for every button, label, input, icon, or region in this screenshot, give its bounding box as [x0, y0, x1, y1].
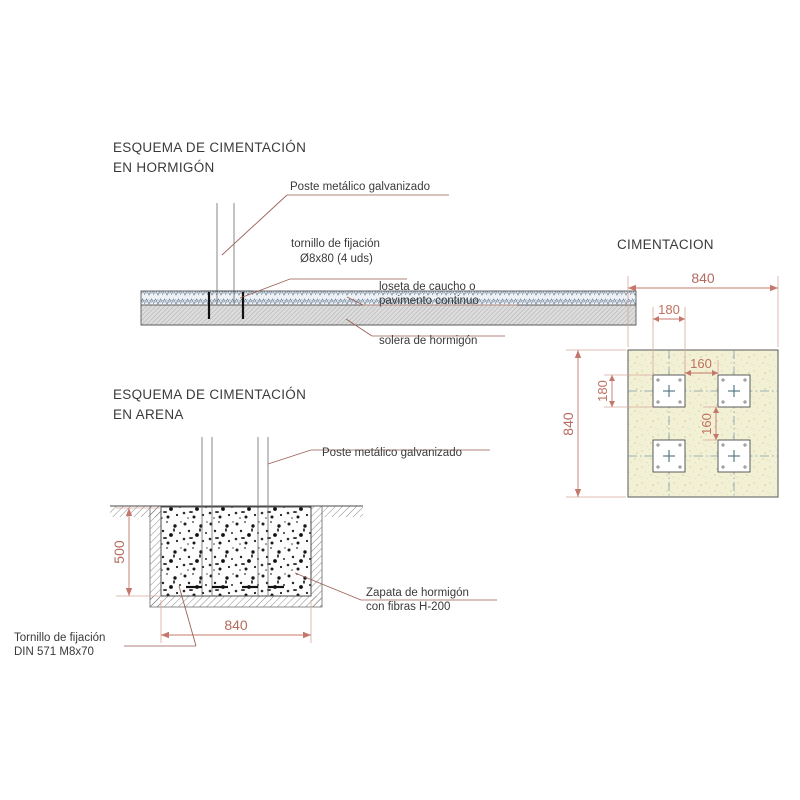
dimension-plan-plate-top-180: 180 [652, 302, 686, 375]
label-bolt-sand-line1: Tornillo de fijación [14, 632, 105, 644]
concrete-diagram-title-line1: ESQUEMA DE CIMENTACIÓN [113, 140, 306, 155]
dimension-plan-top-840: 840 [627, 270, 779, 347]
dimension-depth-500: 500 [111, 507, 161, 597]
label-bolt-concrete-line2: Ø8x80 (4 uds) [300, 253, 373, 265]
plan-base-plate-top-right [717, 374, 751, 408]
concrete-footing-section [160, 506, 312, 597]
dimension-width-840-sand: 840 [160, 600, 312, 643]
galvanized-post-section [200, 203, 253, 305]
dimension-plan-left-value: 840 [560, 412, 576, 436]
label-paving-line1: loseta de caucho o [379, 281, 476, 293]
plan-view-title: CIMENTACION [617, 237, 714, 252]
dimension-plan-gap-vertical-160: 160 [699, 406, 719, 441]
leader-lines-concrete [221, 194, 517, 337]
sand-diagram-title-line1: ESQUEMA DE CIMENTACIÓN [113, 387, 306, 402]
dimension-plan-left-840: 840 [560, 349, 626, 498]
label-bolt-sand-line2: DIN 571 M8x70 [14, 646, 94, 658]
dimension-gap-horizontal-value: 160 [690, 356, 712, 371]
sand-diagram-title-line2: EN ARENA [113, 407, 184, 422]
label-bolt-concrete-line1: tornillo de fijación [291, 238, 380, 250]
label-footing-line1: Zapata de hormigón [366, 587, 469, 599]
dimension-plan-gap-horizontal-160: 160 [684, 356, 719, 376]
plan-base-plate-bottom-left [652, 439, 686, 473]
dimension-depth-value: 500 [111, 540, 127, 564]
concrete-slab-section [140, 304, 637, 326]
plan-view-foundation: CIMENTACION [560, 237, 779, 498]
dimension-gap-vertical-value: 160 [699, 413, 714, 435]
label-slab-concrete: solera de hormigón [379, 335, 477, 347]
leader-lines-sand [124, 449, 497, 647]
plan-base-plate-bottom-right [717, 439, 751, 473]
label-post-concrete: Poste metálico galvanizado [290, 181, 430, 193]
dimension-plate-top-value: 180 [658, 302, 680, 317]
diagram-concrete-foundation: ESQUEMA DE CIMENTACIÓN EN HORMIGÓN Poste… [113, 140, 637, 347]
label-post-sand: Poste metálico galvanizado [322, 447, 462, 459]
dimension-width-value-sand: 840 [224, 617, 248, 633]
label-paving-line2: pavimento continuo [379, 295, 479, 307]
dimension-plate-left-value: 180 [595, 380, 610, 402]
label-footing-line2: con fibras H-200 [366, 601, 450, 613]
dimension-plan-top-value: 840 [691, 270, 715, 286]
diagram-sand-foundation: 500 840 ESQUEMA DE CIMENTA [14, 387, 497, 658]
galvanized-posts-sand [201, 437, 269, 596]
concrete-diagram-title-line2: EN HORMIGÓN [113, 160, 215, 175]
dimension-plan-plate-left-180: 180 [595, 374, 653, 408]
plan-base-plate-top-left [652, 374, 686, 408]
